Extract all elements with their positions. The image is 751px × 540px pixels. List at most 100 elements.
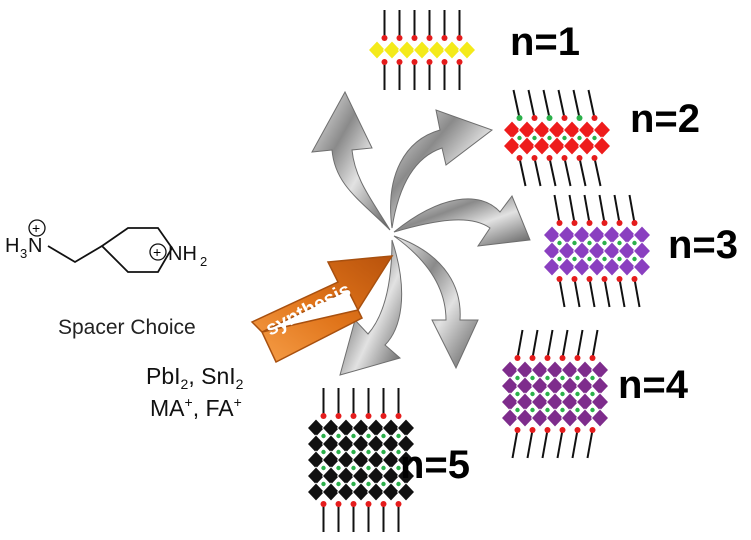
spacer-head <box>320 413 327 419</box>
spacer-head <box>516 155 523 161</box>
octahedron <box>590 408 610 428</box>
spacer-head <box>561 115 568 121</box>
reagent-ma-sup: + <box>185 394 193 410</box>
spacer-head <box>396 35 403 41</box>
molecule-chain <box>47 245 103 264</box>
reagent-line-2: MA+, FA+ <box>150 394 242 421</box>
octahedron <box>427 40 447 60</box>
octahedron <box>412 40 432 60</box>
a-site-cation <box>321 465 326 471</box>
spacer-head <box>529 427 536 433</box>
a-site-cation <box>321 433 326 439</box>
octahedron <box>617 257 637 277</box>
a-site-cation <box>632 240 637 246</box>
a-site-cation <box>532 135 537 141</box>
structure-n5 <box>306 388 416 532</box>
octahedron <box>577 136 597 156</box>
octahedron <box>632 257 652 277</box>
a-site-cation <box>530 407 535 413</box>
octahedron <box>547 136 567 156</box>
reagent-sni-sub: 2 <box>236 376 244 392</box>
spacer-choice-label: Spacer Choice <box>58 316 196 339</box>
octahedron <box>602 257 622 277</box>
spacer-head <box>556 220 563 226</box>
spacer-head <box>576 155 583 161</box>
spacer-chain <box>542 89 551 119</box>
a-site-cation <box>632 256 637 262</box>
a-site-cation <box>336 433 341 439</box>
octahedron <box>381 482 401 502</box>
phase-label-n5: n=5 <box>400 443 470 487</box>
spacer-chain <box>527 89 536 119</box>
pinwheel-arrows <box>311 90 531 376</box>
spacer-head <box>601 276 608 282</box>
spacer-chain <box>576 329 584 359</box>
octahedron <box>545 408 565 428</box>
spacer-head <box>631 220 638 226</box>
octahedron <box>321 482 341 502</box>
a-site-cation <box>336 465 341 471</box>
spacer-head <box>350 413 357 419</box>
spacer-head <box>591 115 598 121</box>
spacer-head <box>531 155 538 161</box>
octahedron <box>306 482 326 502</box>
a-site-cation <box>560 391 565 397</box>
spacer-head <box>380 501 387 507</box>
octahedron <box>632 241 652 261</box>
spacer-chain <box>588 278 596 308</box>
a-site-cation <box>557 240 562 246</box>
spacer-head <box>601 220 608 226</box>
reagent-sni: SnI <box>201 363 236 389</box>
a-site-cation <box>381 465 386 471</box>
octahedron <box>542 257 562 277</box>
spacer-chain <box>516 329 524 359</box>
spacer-head <box>335 501 342 507</box>
a-site-cation <box>590 375 595 381</box>
octahedron <box>442 40 462 60</box>
spacer-chain <box>533 157 542 187</box>
a-site-cation <box>560 407 565 413</box>
a-site-cation <box>602 240 607 246</box>
a-site-cation <box>366 433 371 439</box>
spacer-chain <box>563 157 572 187</box>
spacer-head <box>576 115 583 121</box>
a-site-cation <box>545 407 550 413</box>
charge-symbol-left: + <box>32 220 40 236</box>
amine-right-sub: 2 <box>200 254 207 269</box>
a-site-cation <box>336 449 341 455</box>
spacer-chain <box>598 194 606 224</box>
spacer-chain <box>628 194 636 224</box>
spacer-head <box>350 501 357 507</box>
spacer-chain <box>526 429 534 459</box>
octahedron <box>336 482 356 502</box>
a-site-cation <box>572 256 577 262</box>
phase-label-n2: n=2 <box>630 97 700 141</box>
spacer-head <box>395 413 402 419</box>
spacer-head <box>335 413 342 419</box>
spacer-head <box>546 155 553 161</box>
spacer-head <box>395 501 402 507</box>
a-site-cation <box>547 135 552 141</box>
spacer-head <box>556 276 563 282</box>
amine-left-n: N <box>28 235 42 257</box>
a-site-cation <box>515 391 520 397</box>
spacer-head <box>589 355 596 361</box>
a-site-cation <box>530 391 535 397</box>
a-site-cation <box>396 465 401 471</box>
reagent-pbi-sub: 2 <box>181 376 189 392</box>
structure-n1 <box>367 10 477 90</box>
spacer-head <box>426 59 433 65</box>
spacer-chain <box>603 278 611 308</box>
spacer-head <box>559 427 566 433</box>
a-site-cation <box>560 375 565 381</box>
spacer-chain <box>511 429 519 459</box>
spacer-chain <box>558 278 566 308</box>
phase-label-n1: n=1 <box>510 20 580 64</box>
octahedron <box>396 482 416 502</box>
a-site-cation <box>557 256 562 262</box>
a-site-cation <box>562 135 567 141</box>
spacer-chain <box>613 194 621 224</box>
spacer-head <box>586 276 593 282</box>
octahedron <box>592 136 612 156</box>
